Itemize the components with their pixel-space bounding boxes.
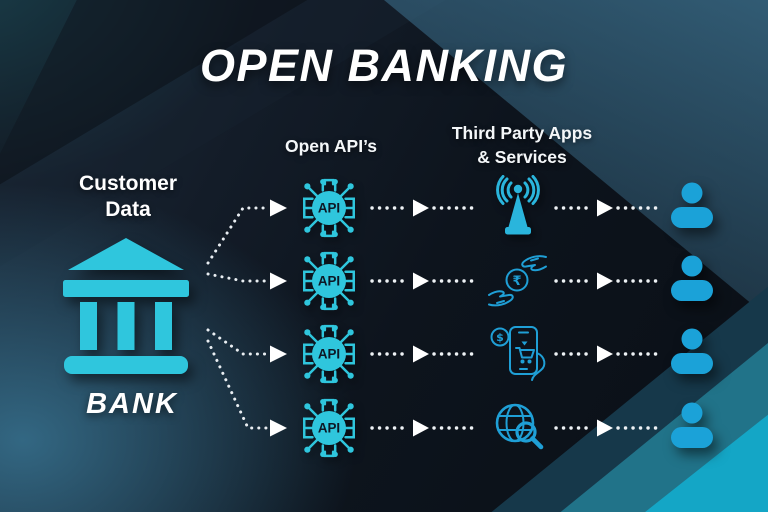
person-icon xyxy=(668,181,716,233)
person-icon xyxy=(668,327,716,379)
api-chip-icon: API xyxy=(296,395,362,461)
dotted-arrows-middle xyxy=(370,197,474,439)
bank-building-icon xyxy=(60,236,192,378)
web-search-globe-icon xyxy=(486,395,550,461)
svg-text:API: API xyxy=(318,274,340,289)
svg-text:$: $ xyxy=(496,331,504,344)
third-party-header-line1: Third Party Apps xyxy=(451,123,593,143)
person-icon xyxy=(668,254,716,306)
svg-text:API: API xyxy=(318,421,340,436)
dotted-arrows-right xyxy=(554,197,658,439)
third-party-header-line2: & Services xyxy=(477,146,567,167)
mobile-shopping-payment-icon: $ xyxy=(486,321,550,387)
person-icon xyxy=(668,401,716,453)
api-chip-icon: API xyxy=(296,321,362,387)
fan-connector xyxy=(206,199,287,437)
broadcast-antenna-icon xyxy=(486,175,550,241)
page-title: OPEN BANKING xyxy=(199,40,569,91)
hand-rupee-payment-icon: ₹ xyxy=(486,248,550,314)
svg-text:₹: ₹ xyxy=(512,274,521,289)
customer-data-label: Customer Data xyxy=(78,172,178,221)
third-party-header: Third Party Apps & Services xyxy=(430,122,614,169)
open-apis-header: Open API’s xyxy=(284,136,378,156)
svg-text:API: API xyxy=(318,201,340,216)
api-chip-icon: API xyxy=(296,248,362,314)
bank-label: BANK xyxy=(86,388,178,420)
svg-text:API: API xyxy=(318,347,340,362)
api-chip-icon: API xyxy=(296,175,362,241)
